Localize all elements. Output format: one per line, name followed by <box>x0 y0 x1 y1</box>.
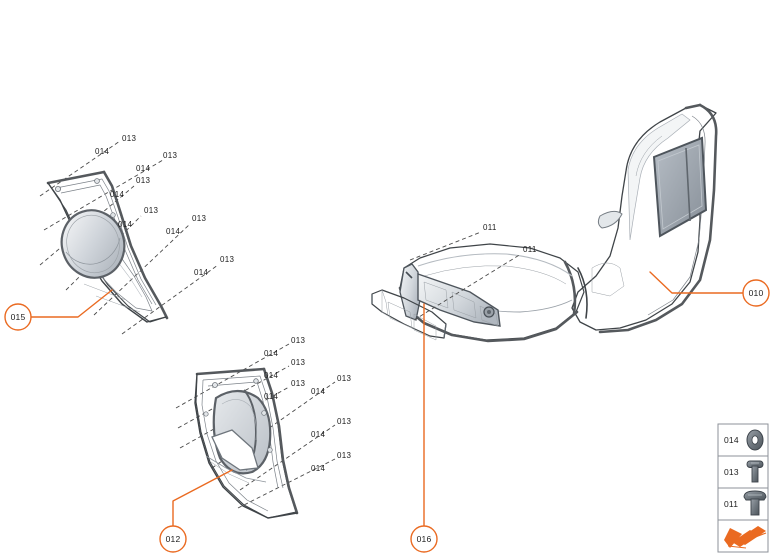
label-014: 014 <box>264 371 278 380</box>
fastener-legend: 014 013 011 <box>717 423 769 553</box>
label-013: 013 <box>291 336 305 345</box>
label-014: 014 <box>264 349 278 358</box>
label-013: 013 <box>192 214 206 223</box>
part-012-fastener-labels: 013 014 013 014 013 014 013 014 013 014 … <box>264 336 351 473</box>
callout-010-number: 010 <box>749 288 764 298</box>
screw-icon <box>746 460 764 483</box>
label-014: 014 <box>110 190 124 199</box>
label-013: 013 <box>144 206 158 215</box>
label-014: 014 <box>166 227 180 236</box>
bolt-icon <box>743 490 767 516</box>
callout-010-leader <box>649 271 744 294</box>
washer-icon <box>746 429 764 451</box>
callout-015-leader <box>30 289 113 318</box>
callout-010[interactable]: 010 <box>742 279 770 307</box>
label-014: 014 <box>136 164 150 173</box>
label-013: 013 <box>163 151 177 160</box>
part-015-speaker <box>60 209 126 279</box>
part-015-fastener-labels: 013 014 013 014 013 014 013 014 013 014 … <box>95 134 234 277</box>
part-015-door-trim-upper: 013 014 013 014 013 014 013 014 013 014 … <box>39 134 234 335</box>
label-014: 014 <box>118 220 132 229</box>
label-014: 014 <box>311 387 325 396</box>
label-014: 014 <box>264 392 278 401</box>
legend-row-014-number: 014 <box>724 435 739 445</box>
part-010-dashed-leaders <box>409 231 522 321</box>
label-013: 013 <box>220 255 234 264</box>
label-011: 011 <box>483 223 497 232</box>
part-010-seat-rail <box>399 263 501 327</box>
part-012-door-trim-lower: 013 014 013 014 013 014 013 014 013 014 … <box>175 336 351 519</box>
label-011: 011 <box>523 245 537 254</box>
callout-012-leader <box>172 469 233 527</box>
callout-016[interactable]: 016 <box>410 525 438 553</box>
label-013: 013 <box>337 451 351 460</box>
legend-row-013-number: 013 <box>724 467 739 477</box>
label-013: 013 <box>136 176 150 185</box>
callout-012-number: 012 <box>166 534 181 544</box>
label-013: 013 <box>122 134 136 143</box>
label-014: 014 <box>194 268 208 277</box>
label-013: 013 <box>291 379 305 388</box>
label-013: 013 <box>337 374 351 383</box>
callout-012[interactable]: 012 <box>159 525 187 553</box>
orange-arrow-icon <box>724 526 767 549</box>
label-013: 013 <box>291 358 305 367</box>
callout-015[interactable]: 015 <box>4 303 32 331</box>
label-014: 014 <box>311 430 325 439</box>
part-010-seat-shell: 011 011 <box>398 103 718 343</box>
part-016-rail-cover <box>371 289 447 341</box>
label-014: 014 <box>95 147 109 156</box>
label-013: 013 <box>337 417 351 426</box>
label-014: 014 <box>311 464 325 473</box>
legend-row-011-number: 011 <box>724 499 738 509</box>
callout-015-number: 015 <box>11 312 26 322</box>
callout-016-number: 016 <box>417 534 432 544</box>
